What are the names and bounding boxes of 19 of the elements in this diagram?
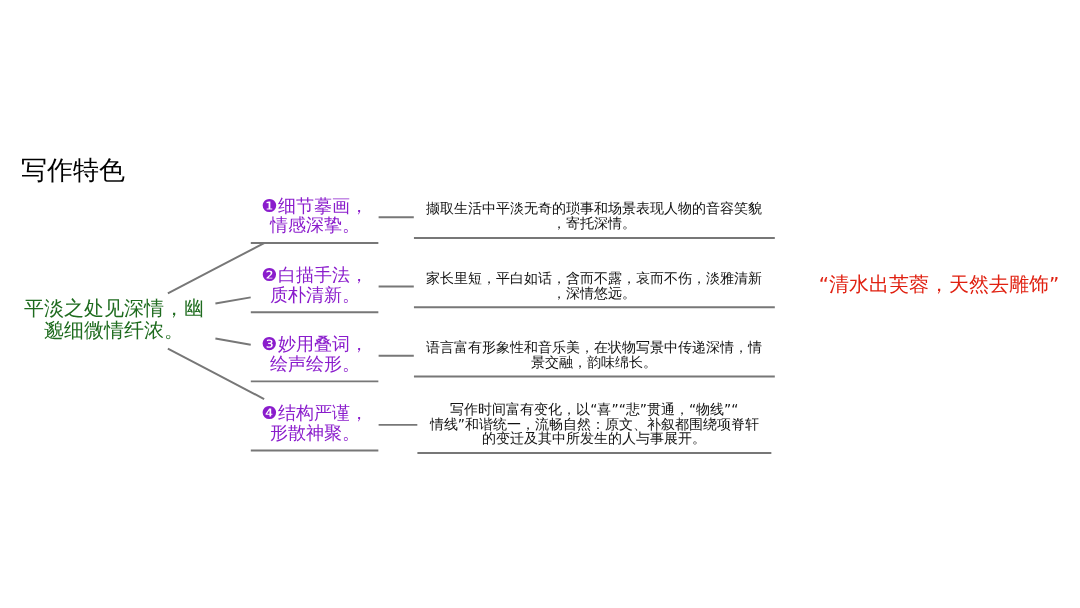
node-text: 写作时间富有变化，以“喜”“悲”贯通，“物线”“情线”和谐统一，流畅自然：原文、补叙都围绕项脊轩的变迁及其中所发生的人与事展开。 bbox=[429, 400, 759, 447]
label: “清水出芙蓉，天然去雕饰” bbox=[818, 273, 1060, 297]
node-text: ❷白描手法，质朴清新。 bbox=[261, 263, 368, 305]
connector bbox=[377, 354, 415, 357]
node-text: ❸妙用叠词，绘声绘形。 bbox=[261, 333, 368, 374]
node-text: 家长里短，平白如话，含而不露，哀而不伤，淡雅清新，深情悠远。 bbox=[426, 269, 763, 301]
node-text: 平淡之处见深情，幽邈细微情纤浓。 bbox=[23, 297, 204, 342]
node-text: ❹结构严谨，形散神聚。 bbox=[261, 402, 368, 444]
connector bbox=[214, 337, 252, 346]
node-text: 撷取生活中平淡无奇的琐事和场景表现人物的音容笑貌，寄托深情。 bbox=[426, 200, 763, 232]
connector bbox=[214, 296, 252, 305]
connector bbox=[166, 242, 266, 295]
connector bbox=[377, 423, 419, 426]
diagram-title: 写作特色 bbox=[20, 155, 125, 186]
node-text: 语言富有形象性和音乐美，在状物写景中传递深情，情景交融，韵味绵长。 bbox=[426, 338, 763, 370]
connector bbox=[377, 285, 415, 288]
connector bbox=[377, 216, 415, 219]
connector bbox=[166, 347, 266, 401]
node-text: ❶细节摹画，情感深挚。 bbox=[261, 194, 368, 236]
